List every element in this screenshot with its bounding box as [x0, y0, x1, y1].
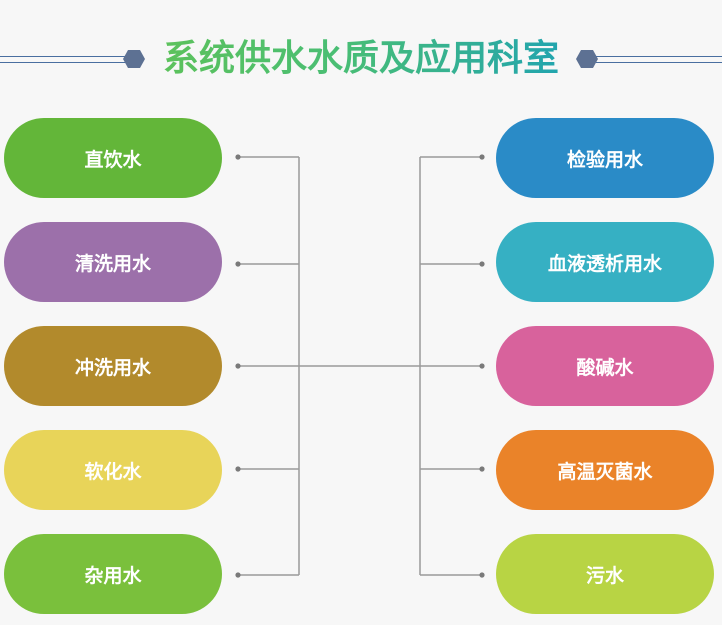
- connector-dot: [479, 261, 485, 267]
- header-line-right: [596, 56, 722, 63]
- water-type-pill: 污水: [496, 534, 714, 614]
- water-type-pill: 冲洗用水: [4, 326, 222, 406]
- header-line-left: [0, 56, 126, 63]
- connector-dot: [479, 466, 485, 472]
- connector-dot: [235, 572, 241, 578]
- connector-dot: [235, 466, 241, 472]
- connector-dot: [235, 363, 241, 369]
- water-type-pill: 高温灭菌水: [496, 430, 714, 510]
- connector-dot: [479, 154, 485, 160]
- water-type-pill: 检验用水: [496, 118, 714, 198]
- connector-dot: [235, 261, 241, 267]
- water-type-pill: 软化水: [4, 430, 222, 510]
- page-title: 系统供水水质及应用科室: [148, 36, 574, 82]
- diamond-icon: [576, 50, 598, 68]
- connector-dot: [479, 363, 485, 369]
- water-type-pill: 血液透析用水: [496, 222, 714, 302]
- connector-dot: [235, 154, 241, 160]
- connector-dot: [479, 572, 485, 578]
- water-type-pill: 杂用水: [4, 534, 222, 614]
- diamond-icon: [123, 50, 145, 68]
- water-type-pill: 清洗用水: [4, 222, 222, 302]
- water-type-pill: 酸碱水: [496, 326, 714, 406]
- water-type-pill: 直饮水: [4, 118, 222, 198]
